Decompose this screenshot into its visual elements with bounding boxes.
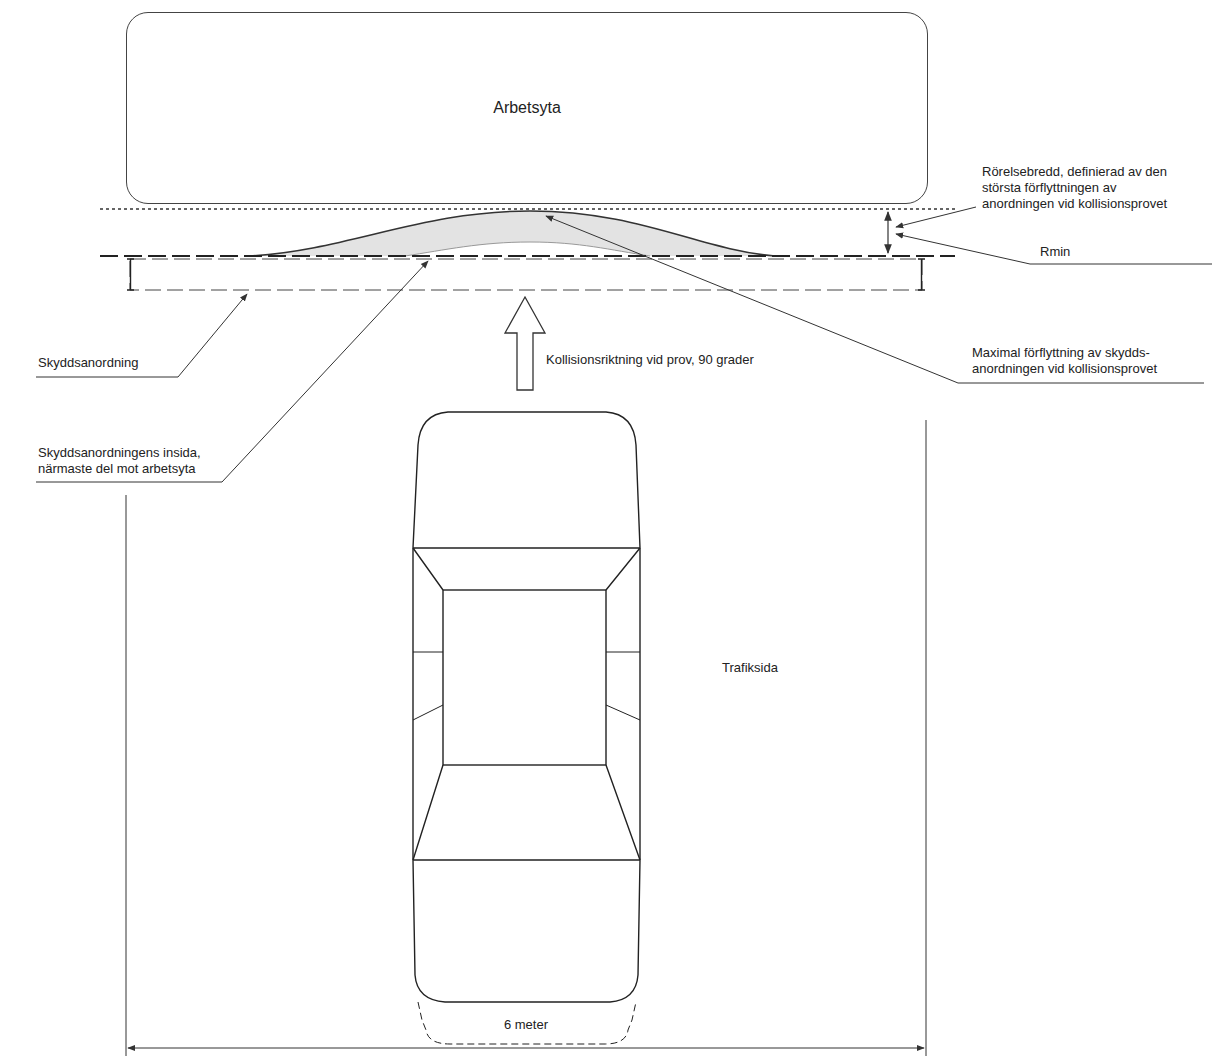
box-title: Arbetsyta [493,99,561,117]
label-patch: 6 meter [501,1017,551,1032]
deflection-outer-curve [250,211,775,256]
displacement-note: Rörelsebredd, definierad av den största … [982,164,1170,212]
deflection-area [250,211,775,256]
lane-edge-line [126,495,127,1056]
car-body [413,412,640,1002]
deflection-inner-curve [405,242,650,256]
car-rear-dashed-outline [418,1002,636,1044]
leader-line [896,207,976,227]
barrier-inside-line [100,255,955,257]
max-displacement-note: Maximal förflyttning av skydds- anordnin… [972,345,1204,377]
label-underline [958,383,1204,384]
leader-line [178,294,247,377]
car-rear-window [413,765,640,860]
label-underline [36,377,178,378]
rmin-dimension-arrow [887,212,888,253]
traffic-side-label: Trafiksida [722,660,778,676]
width-dimension-label: 6 meter [476,1017,576,1033]
label-underline [36,482,222,483]
rmin-label: Rmin [1040,244,1070,260]
leader-line [896,234,1030,264]
barrier-label: Skyddsanordning [38,355,138,371]
barrier-body [130,259,922,290]
label-underline [1030,264,1212,265]
car-illustration [413,412,640,1044]
barrier-end-post [127,259,134,290]
barrier-end-post [918,259,925,290]
barrier-inside-note: Skyddsanordningens insida, närmaste del … [38,445,238,477]
width-dimension-line [128,1048,924,1049]
leader-line [222,261,428,482]
car-windshield [413,548,640,590]
collision-direction-arrow [505,297,545,390]
displacement-limit-line [100,208,955,210]
car-door-lines [413,652,640,720]
leader-line [546,216,958,383]
lane-edge-line [926,420,927,1056]
work-area-box: Arbetsyta [126,12,928,204]
direction-note: Kollisionsriktning vid prov, 90 grader [546,352,754,368]
car-roof [443,590,606,765]
